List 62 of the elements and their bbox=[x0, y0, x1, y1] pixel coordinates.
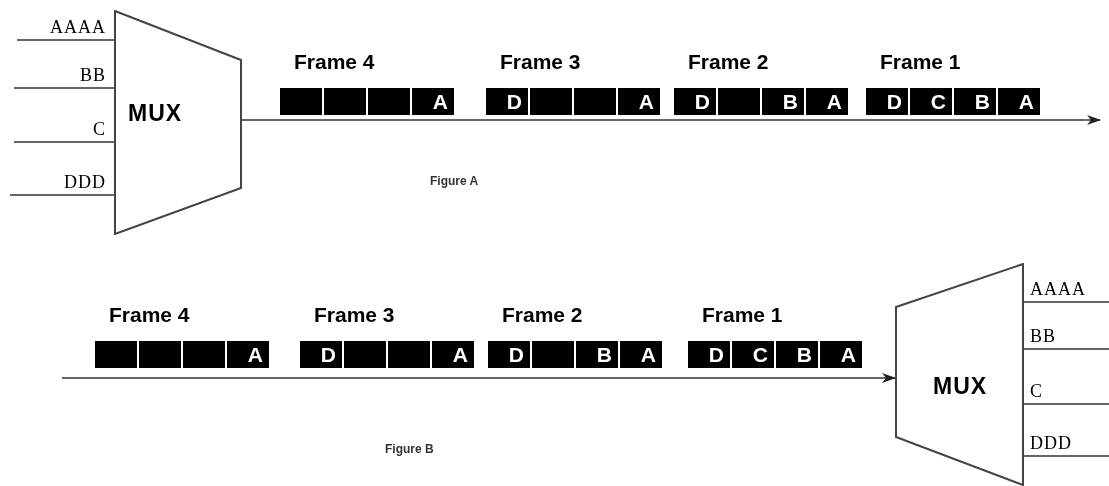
signal-label: BB bbox=[80, 64, 106, 86]
slot-cell: D bbox=[300, 341, 342, 368]
slot-cell: D bbox=[486, 88, 528, 115]
slot-cell: C bbox=[732, 341, 774, 368]
frame-title: Frame 1 bbox=[879, 50, 962, 74]
slot-cell: A bbox=[620, 341, 662, 368]
arrow bbox=[61, 373, 896, 383]
slot-cell: A bbox=[998, 88, 1040, 115]
slot-cell: A bbox=[432, 341, 474, 368]
frame-title: Frame 2 bbox=[687, 50, 770, 74]
slot-cell: B bbox=[776, 341, 818, 368]
signal-line bbox=[1023, 455, 1109, 457]
signal-line bbox=[9, 194, 115, 196]
empty-slot bbox=[139, 341, 181, 368]
figure-caption: Figure B bbox=[385, 441, 434, 458]
slot-cell: B bbox=[762, 88, 804, 115]
slot-cell: C bbox=[910, 88, 952, 115]
slot-cell: D bbox=[866, 88, 908, 115]
signal-line bbox=[13, 141, 115, 143]
frame-title: Frame 2 bbox=[501, 303, 584, 327]
signal-line bbox=[1023, 348, 1109, 350]
signal-line bbox=[1023, 301, 1109, 303]
signal-label: C bbox=[93, 118, 106, 140]
signal-label: AAAA bbox=[50, 16, 106, 38]
frame-title: Frame 3 bbox=[499, 50, 582, 74]
frame-title: Frame 4 bbox=[108, 303, 191, 327]
empty-slot bbox=[324, 88, 366, 115]
signal-label: BB bbox=[1030, 325, 1056, 347]
signal-label: AAAA bbox=[1030, 278, 1086, 300]
slot-cell: D bbox=[674, 88, 716, 115]
signal-line bbox=[1023, 403, 1109, 405]
slot-cell: A bbox=[227, 341, 269, 368]
empty-slot bbox=[183, 341, 225, 368]
slot-cell: A bbox=[820, 341, 862, 368]
slot-cell: A bbox=[412, 88, 454, 115]
empty-slot bbox=[574, 88, 616, 115]
signal-line bbox=[13, 87, 115, 89]
slot-cell: B bbox=[576, 341, 618, 368]
empty-slot bbox=[344, 341, 386, 368]
frame-title: Frame 1 bbox=[701, 303, 784, 327]
figure-caption: Figure A bbox=[430, 173, 479, 190]
empty-slot bbox=[530, 88, 572, 115]
mux-label: MUX bbox=[128, 100, 183, 126]
signal-label: C bbox=[1030, 380, 1043, 402]
slot-cell: B bbox=[954, 88, 996, 115]
frame-title: Frame 3 bbox=[313, 303, 396, 327]
empty-slot bbox=[388, 341, 430, 368]
slot-cell: A bbox=[618, 88, 660, 115]
arrow bbox=[241, 115, 1101, 125]
mux-label: MUX bbox=[933, 373, 988, 399]
slot-cell: D bbox=[488, 341, 530, 368]
frame-title: Frame 4 bbox=[293, 50, 376, 74]
signal-label: DDD bbox=[1030, 432, 1072, 454]
slot-cell: D bbox=[688, 341, 730, 368]
signal-line bbox=[16, 39, 115, 41]
empty-slot bbox=[280, 88, 322, 115]
signal-label: DDD bbox=[64, 171, 106, 193]
empty-slot bbox=[368, 88, 410, 115]
empty-slot bbox=[718, 88, 760, 115]
empty-slot bbox=[532, 341, 574, 368]
empty-slot bbox=[95, 341, 137, 368]
slot-cell: A bbox=[806, 88, 848, 115]
